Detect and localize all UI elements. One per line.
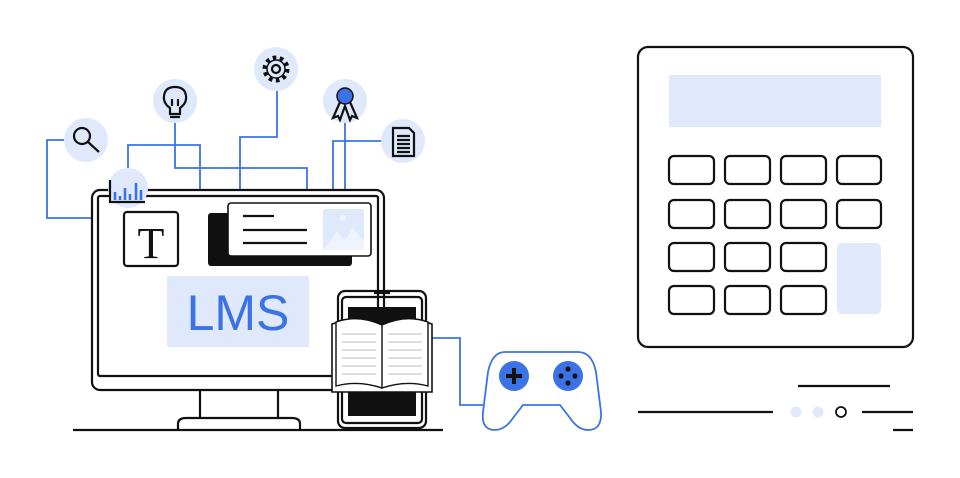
pager-dot-active[interactable] (835, 406, 847, 418)
pager-dots (790, 406, 847, 418)
content-card (208, 202, 372, 266)
text-icon: T (138, 219, 165, 268)
lightbulb-icon (153, 79, 197, 123)
image-icon (323, 209, 364, 250)
award-ribbon-icon (323, 79, 367, 123)
connector-lines (46, 91, 487, 406)
text-format-box: T (122, 210, 180, 268)
calculator-display (669, 75, 881, 127)
decorative-lines (638, 384, 913, 432)
lms-banner (167, 276, 309, 347)
gear-icon (254, 47, 298, 91)
monitor (73, 188, 443, 432)
calculator-icon (636, 45, 915, 349)
pager-dot[interactable] (790, 406, 802, 418)
document-icon (381, 119, 425, 163)
lms-title: LMS (187, 285, 290, 341)
gamepad-icon (481, 351, 602, 431)
open-book-icon (331, 317, 433, 393)
pager-dot[interactable] (812, 406, 824, 418)
search-icon (64, 118, 108, 162)
bar-chart-icon (108, 168, 148, 208)
